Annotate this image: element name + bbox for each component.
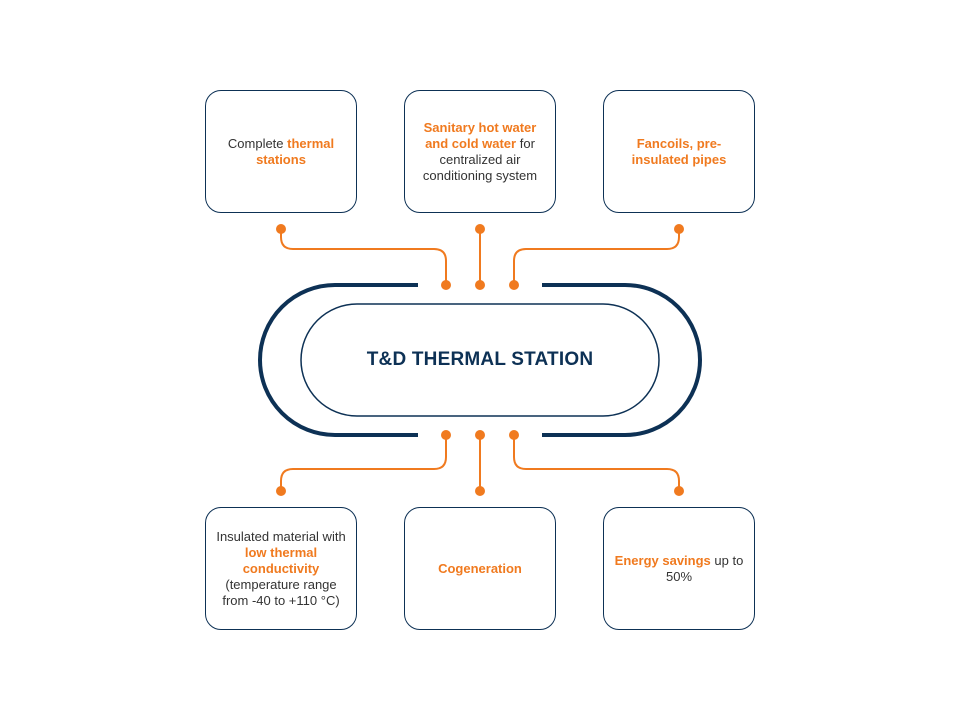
box-top-left: Complete thermal stations — [205, 90, 357, 213]
inner-pill — [300, 303, 660, 417]
connector-top-left — [280, 229, 447, 285]
box-text-highlight: Cogeneration — [438, 560, 522, 576]
connector-bottom-left — [280, 435, 447, 491]
box-text-post: (temperature range from -40 to +110 °C) — [222, 576, 340, 608]
box-text-highlight: Sanitary hot water and cold water — [423, 119, 537, 151]
box-text-pre: Insulated material with — [216, 528, 346, 544]
box-text-post: for centralized air conditioning system — [422, 135, 538, 183]
connector-dot — [475, 280, 485, 290]
connector-dot — [475, 486, 485, 496]
box-top-center: Sanitary hot water and cold water for ce… — [404, 90, 556, 213]
connector-dot — [475, 430, 485, 440]
connector-dot — [674, 224, 684, 234]
box-text-pre: Complete — [227, 135, 288, 151]
box-bottom-right: Energy savings up to 50% — [603, 507, 755, 630]
connector-dot — [475, 224, 485, 234]
connector-top-right — [513, 229, 680, 285]
box-text: Insulated material with low thermal cond… — [214, 529, 348, 609]
box-text: Complete thermal stations — [221, 136, 341, 168]
box-text-highlight: thermal stations — [256, 135, 335, 167]
box-text-highlight: Energy savings — [614, 552, 711, 568]
center-title: T&D THERMAL STATION — [366, 349, 594, 370]
box-text-post: up to 50% — [665, 552, 744, 584]
outer-ring-left — [258, 283, 418, 437]
box-text: Sanitary hot water and cold water for ce… — [413, 120, 547, 184]
connector-dot — [509, 280, 519, 290]
box-bottom-left: Insulated material with low thermal cond… — [205, 507, 357, 630]
box-text: Fancoils, pre-insulated pipes — [621, 136, 737, 168]
connector-dot — [441, 280, 451, 290]
outer-ring-right — [542, 283, 702, 437]
connector-bottom-right — [513, 435, 680, 491]
connector-dot — [441, 430, 451, 440]
connector-dot — [276, 224, 286, 234]
connector-dot — [509, 430, 519, 440]
box-text: Energy savings up to 50% — [612, 553, 746, 585]
connector-dot — [674, 486, 684, 496]
box-text: Cogeneration — [415, 561, 545, 577]
box-text-highlight: Fancoils, pre-insulated pipes — [631, 135, 727, 167]
box-text-highlight: low thermal conductivity — [242, 544, 320, 576]
box-bottom-center: Cogeneration — [404, 507, 556, 630]
connector-dot — [276, 486, 286, 496]
box-top-right: Fancoils, pre-insulated pipes — [603, 90, 755, 213]
